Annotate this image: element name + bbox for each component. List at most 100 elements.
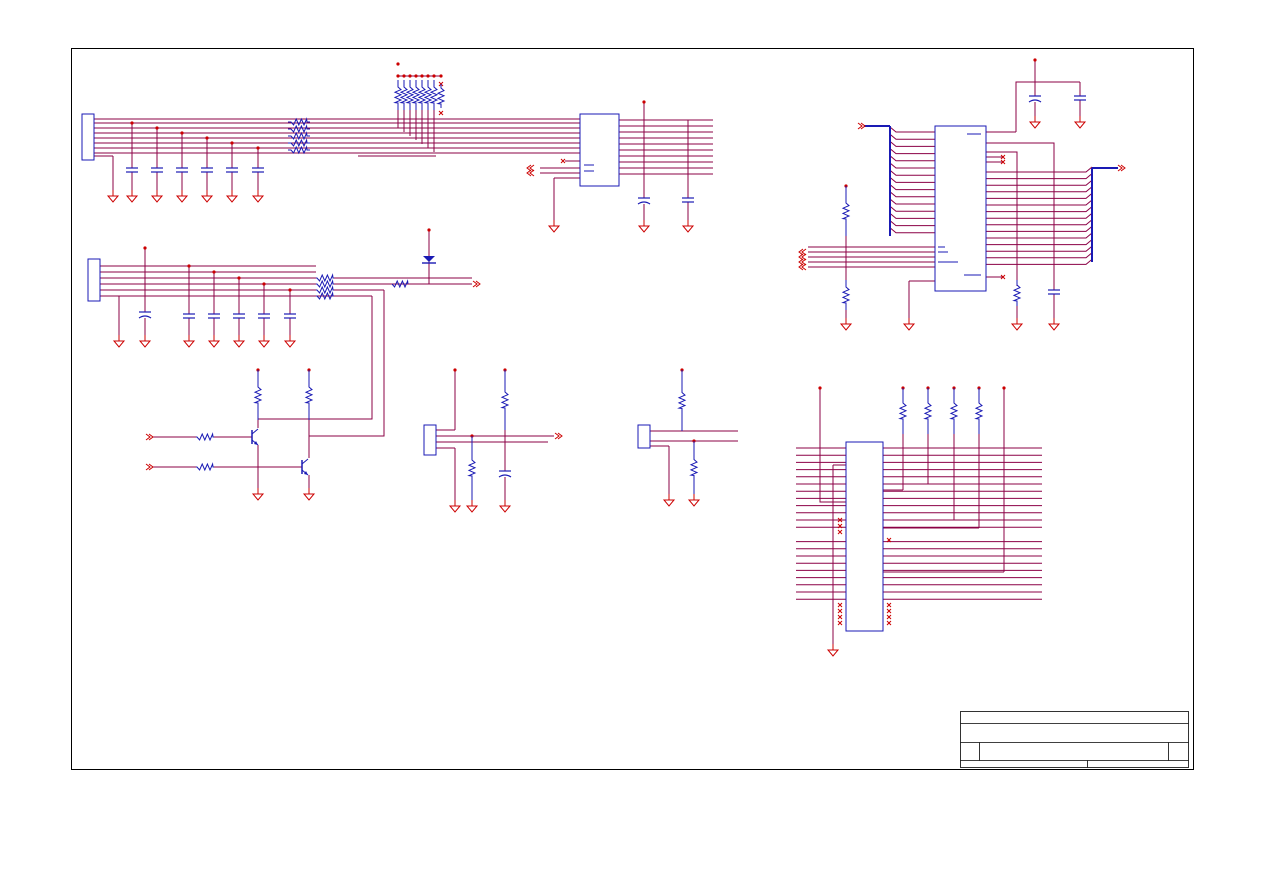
power-rail-dot [262,282,266,286]
wire [309,290,385,437]
ground-symbol [138,335,152,348]
offpage-arrow-symbol [798,248,807,256]
wire [889,227,935,234]
resistor-symbol [288,117,310,127]
resistor-symbol [316,279,334,289]
power-rail-dot [818,386,822,390]
connector-symbol [87,258,101,302]
wire [819,388,846,503]
ground-symbol [839,318,853,331]
power-rail-dot [1002,386,1006,390]
no-connect-marker [886,620,892,626]
resistor-symbol [399,80,409,110]
resistor-symbol [393,80,403,110]
resistor-symbol [436,84,446,108]
no-connect-marker [438,110,444,116]
resistor-symbol [898,388,908,434]
wire [889,133,935,140]
ground-symbol [465,500,479,513]
wire [986,259,1093,265]
wire [986,193,1093,199]
no-connect-marker [837,529,843,535]
power-rail-dot [230,141,234,145]
ground-symbol [175,190,189,203]
wire [889,141,935,147]
resistor-symbol [841,186,851,236]
offpage-arrow-symbol [798,263,807,271]
wire [889,148,935,155]
no-connect-marker [837,620,843,626]
ground-symbol [1047,318,1061,331]
resistor-symbol [841,280,851,310]
ground-symbol [902,318,916,331]
offpage-arrow-symbol [1117,164,1126,172]
no-connect-marker [837,614,843,620]
wire [986,142,1055,290]
npn-transistor-symbol [251,428,259,446]
offpage-arrow-symbol [798,253,807,261]
resistor-symbol [304,370,314,420]
resistor-symbol [391,279,409,289]
ground-symbol [182,335,196,348]
offpage-arrow-symbol [526,169,535,177]
no-connect-marker [837,608,843,614]
capacitor-symbol [682,197,694,203]
resistor-symbol [288,124,310,134]
wire [1015,81,1080,132]
resistor-symbol [689,441,699,494]
wire [889,205,935,212]
ic-package-symbol [579,113,620,187]
ground-symbol [1073,116,1087,129]
power-rail-dot [205,136,209,140]
ground-symbol [547,220,561,233]
wires-layer [94,60,1093,644]
ground-symbol [687,494,701,507]
wire [986,226,1093,232]
offpage-arrow-symbol [798,258,807,266]
ground-symbol [125,190,139,203]
ground-symbol [498,500,512,513]
no-connect-marker [1000,159,1006,165]
power-rail-dot [432,74,436,78]
wire [986,245,1093,252]
power-rail-dot [408,74,412,78]
capacitor-symbol [637,197,651,205]
resistor-symbol [429,80,439,110]
resistor-symbol [316,273,334,283]
resistor-symbol [288,145,310,155]
resistor-symbol [411,80,421,110]
resistor-symbol [405,80,415,110]
power-rail-dot [237,276,241,280]
no-connect-marker [886,602,892,608]
no-connect-marker [837,602,843,608]
wire [889,184,935,191]
capacitor-symbol [498,470,512,478]
power-rail-dot [642,100,646,104]
capacitor-symbol [258,313,270,319]
ground-symbol [448,500,462,513]
wire [986,186,1093,193]
diode-symbol [422,256,436,264]
resistor-symbol [316,291,334,301]
wire [986,219,1093,226]
ground-symbol [302,488,316,501]
wire [889,198,935,205]
ground-symbol [1010,318,1024,331]
wire [986,239,1093,246]
power-rail-dot [396,74,400,78]
power-rail-dot [414,74,418,78]
wire [986,173,1093,180]
resistor-symbol [288,131,310,141]
ground-symbol [112,335,126,348]
offpage-arrow-symbol [145,433,154,441]
power-rail-dot [396,62,400,66]
ground-symbol [251,190,265,203]
connector-symbol [81,113,95,161]
wire [889,169,935,176]
wire [986,212,1093,219]
offpage-arrow-symbol [857,122,866,130]
power-rail-dot [256,146,260,150]
no-connect-marker [560,158,566,164]
power-rail-dot [426,74,430,78]
